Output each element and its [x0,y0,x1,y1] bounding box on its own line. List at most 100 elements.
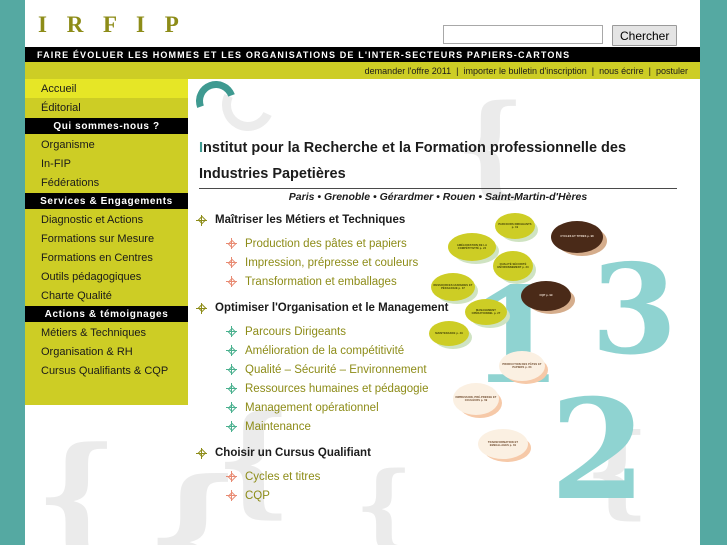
sidebar-item-diagnostic-et-actions[interactable]: Diagnostic et Actions [41,213,144,226]
diagram-bubble[interactable]: TRANSFORMATION ET EMBALLAGES p. 81 [478,429,528,459]
diagram-bubble-label: IMPRESSION, PRÉ-PRESSE ET COULEURS p. 69 [455,395,497,403]
diamond-cross-bullet-icon [196,214,207,226]
search-submit-button[interactable]: Chercher [612,25,678,46]
sidebar-item-formations-sur-mesure[interactable]: Formations sur Mesure [41,232,155,245]
sidebar-section-header: Services & Engagements [25,193,188,209]
diagram-bubble[interactable]: PRODUCTION DES PÂTES ET PAPIERS p. 63 [499,351,545,381]
diagram-number-3: 3 [591,238,678,383]
menu-item-label: Cycles et titres [245,470,321,483]
site-logo[interactable]: I R F I P [38,12,186,37]
diamond-cross-bullet-icon [226,276,237,287]
search-input[interactable] [443,25,603,44]
menu-item-label: Production des pâtes et papiers [245,237,407,250]
toplink-0[interactable]: demander l'offre 2011 [364,65,452,76]
top-utility-links: demander l'offre 2011 | importer le bullet… [25,62,700,79]
menu-item-impression-pr-presse-et-couleurs[interactable]: Impression, prépresse et couleurs [196,253,496,272]
toplink-separator: | [591,65,595,76]
menu-group-heading-label: Maîtriser les Métiers et Techniques [215,214,406,226]
sidebar-item-formations-en-centres[interactable]: Formations en Centres [41,251,153,264]
menu-item-label: Amélioration de la compétitivité [245,344,405,357]
menu-item-label: Parcours Dirigeants [245,325,346,338]
diagram-bubble-label: CQP p. 99 [539,294,553,298]
diamond-cross-bullet-icon [196,447,207,459]
diagram-bubble[interactable]: CYCLES ET TITRES p. 98 [551,221,603,253]
menu-item-am-lioration-de-la-comp-titivit[interactable]: Amélioration de la compétitivité [196,341,496,360]
diagram-bubble[interactable]: AMÉLIORATION DE LA COMPÉTITIVITÉ p. 24 [448,233,496,261]
diagram-bubble[interactable]: RESSOURCES HUMAINES ET PÉDAGOGIE p. 37 [431,273,475,301]
sidebar-item-charte-qualit[interactable]: Charte Qualité [41,289,112,302]
tagline-bar: FAIRE ÉVOLUER LES HOMMES ET LES ORGANISA… [25,47,700,62]
page-title-initial: I [199,140,204,156]
search-form: Chercher [443,25,678,46]
menu-item-transformation-et-emballages[interactable]: Transformation et emballages [196,272,496,291]
diagram-bubble-label: PRODUCTION DES PÂTES ET PAPIERS p. 63 [502,362,542,370]
menu-group: Optimiser l'Organisation et le Managemen… [196,297,496,436]
menu-group-heading[interactable]: Optimiser l'Organisation et le Managemen… [196,297,496,319]
menu-item-qualit-s-curit-environnement[interactable]: Qualité – Sécurité – Environnement [196,360,496,379]
menu-group-heading[interactable]: Choisir un Cursus Qualifiant [196,442,496,464]
diagram-bubble-label: PARCOURS DIRIGEANTS p. 19 [498,222,532,230]
sidebar-section-header: Qui sommes-nous ? [25,118,188,134]
menu-item-production-des-p-tes-et-papiers[interactable]: Production des pâtes et papiers [196,234,496,253]
menu-item-cqp[interactable]: CQP [196,486,496,505]
diagram-bubble[interactable]: MANAGEMENT OPÉRATIONNEL p. 27 [465,299,507,325]
diagram-bubble[interactable]: IMPRESSION, PRÉ-PRESSE ET COULEURS p. 69 [453,383,499,415]
diamond-cross-bullet-icon [226,257,237,268]
menu-item-management-op-rationnel[interactable]: Management opérationnel [196,398,496,417]
diamond-cross-bullet-icon [226,490,237,501]
sidebar-section-header: Actions & témoignages [25,306,188,322]
menu-item-label: Maintenance [245,420,311,433]
left-accent-strip [0,0,25,545]
diamond-cross-bullet-icon [226,326,237,337]
page-title: Institut pour la Recherche et la Formati… [199,135,679,187]
toplink-2[interactable]: nous écrire [599,65,644,76]
sidebar-item-in-fip[interactable]: In-FIP [41,157,71,170]
diagram-bubble[interactable]: CQP p. 99 [521,281,571,311]
sidebar-item-organisme[interactable]: Organisme [41,138,95,151]
diagram-bubble[interactable]: QUALITÉ SÉCURITÉ ENVIRONNEMENT p. 33 [493,251,533,281]
diamond-cross-bullet-icon [226,471,237,482]
sidebar-item-organisation-rh[interactable]: Organisation & RH [41,345,133,358]
locations-line: Paris • Grenoble • Gérardmer • Rouen • S… [288,191,588,203]
menu-item-label: Qualité – Sécurité – Environnement [245,363,427,376]
sidebar-item-ditorial[interactable]: Éditorial [41,101,81,114]
diagram-bubble-label: QUALITÉ SÉCURITÉ ENVIRONNEMENT p. 33 [497,262,529,270]
menu-item-label: Impression, prépresse et couleurs [245,256,419,269]
menu-item-label: Management opérationnel [245,401,379,414]
main-content: Institut pour la Recherche et la Formati… [188,79,700,545]
menu-group-heading-label: Optimiser l'Organisation et le Managemen… [215,302,449,314]
toplink-separator: | [648,65,651,76]
diamond-cross-bullet-icon [226,345,237,356]
menu-group-heading[interactable]: Maîtriser les Métiers et Techniques [196,209,496,231]
toplink-1[interactable]: importer le bulletin d'inscription [463,65,587,76]
menu-item-parcours-dirigeants[interactable]: Parcours Dirigeants [196,322,496,341]
diamond-cross-bullet-icon [196,302,207,314]
sidebar-item-cursus-qualifiants-cqp[interactable]: Cursus Qualifiants & CQP [41,364,169,377]
diagram-bubble-label: MANAGEMENT OPÉRATIONNEL p. 27 [471,308,501,316]
diagram-bubble-label: MAINTENANCE p. 49 [435,331,463,335]
sidebar-item-f-d-rations[interactable]: Fédérations [41,176,100,189]
menu-item-label: Ressources humaines et pédagogie [245,382,429,395]
diamond-cross-bullet-icon [226,421,237,432]
menu-item-maintenance[interactable]: Maintenance [196,417,496,436]
toplink-3[interactable]: postuler [655,65,688,76]
toplink-separator: | [456,65,459,76]
menu-item-ressources-humaines-et-p-dagogie[interactable]: Ressources humaines et pédagogie [196,379,496,398]
sidebar-item-m-tiers-techniques[interactable]: Métiers & Techniques [41,326,146,339]
diamond-cross-bullet-icon [226,402,237,413]
diagram-bubble[interactable]: MAINTENANCE p. 49 [429,321,469,346]
sidebar-item-accueil[interactable]: Accueil [25,79,188,98]
sidebar-item-outils-p-dagogiques[interactable]: Outils pédagogiques [41,270,142,283]
diamond-cross-bullet-icon [226,383,237,394]
diagram-bubble[interactable]: PARCOURS DIRIGEANTS p. 19 [495,213,535,239]
diagram-number-2: 2 [550,368,647,531]
right-accent-strip [700,0,727,545]
menu-item-cycles-et-titres[interactable]: Cycles et titres [196,467,496,486]
menu-item-label: CQP [245,489,270,502]
